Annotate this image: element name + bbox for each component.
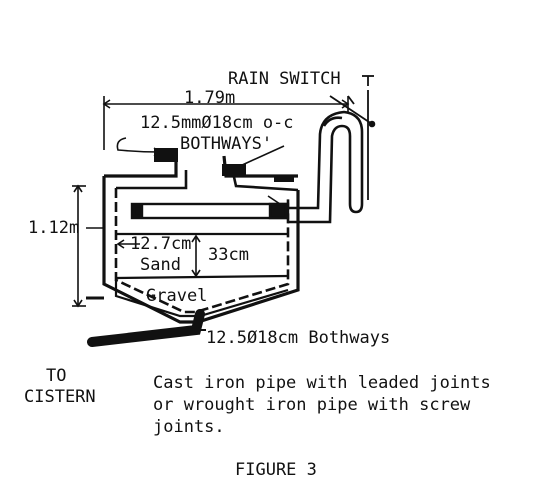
gravel-label: Gravel [146, 286, 208, 306]
sand-depth-arrow [116, 239, 140, 249]
height-dimension-label: 1.12m [28, 218, 80, 238]
rain-switch-label: RAIN SWITCH [228, 69, 341, 89]
filter-layer-lines [114, 232, 289, 318]
caption-line-1: Cast iron pipe with leaded joints [153, 373, 491, 393]
top-pipe-spec-label: 12.5mmØ18cm o-c [140, 113, 294, 133]
figure-label: FIGURE 3 [235, 460, 317, 480]
sand-height-label: 33cm [208, 245, 249, 265]
tank-outer-wall [102, 176, 300, 324]
pipe-material-caption: Cast iron pipe with leaded joints or wro… [153, 372, 491, 438]
sand-label: Sand [140, 255, 181, 275]
sand-height-arrow [191, 234, 201, 278]
caption-line-2: or wrought iron pipe with screw [153, 395, 471, 415]
width-dimension-label: 1.79m [184, 88, 236, 108]
tank-top-rim [104, 148, 299, 192]
to-cistern-label-line1: TO [46, 366, 67, 386]
outlet-pipe-to-cistern [87, 309, 206, 347]
height-dimension-line [72, 184, 104, 308]
to-cistern-label-line2: CISTERN [24, 387, 96, 407]
rain-switch-lever [329, 75, 376, 200]
downspout-pipe [288, 110, 364, 224]
bottom-pipe-spec-label: 12.5Ø18cm Bothways [206, 328, 391, 348]
sand-depth-label: 12.7cm [130, 234, 192, 254]
bothways-top-label: BOTHWAYS' [180, 134, 273, 154]
inlet-distribution-pipe [130, 202, 290, 220]
caption-line-3: joints. [153, 417, 225, 437]
width-dimension-line [102, 96, 350, 150]
